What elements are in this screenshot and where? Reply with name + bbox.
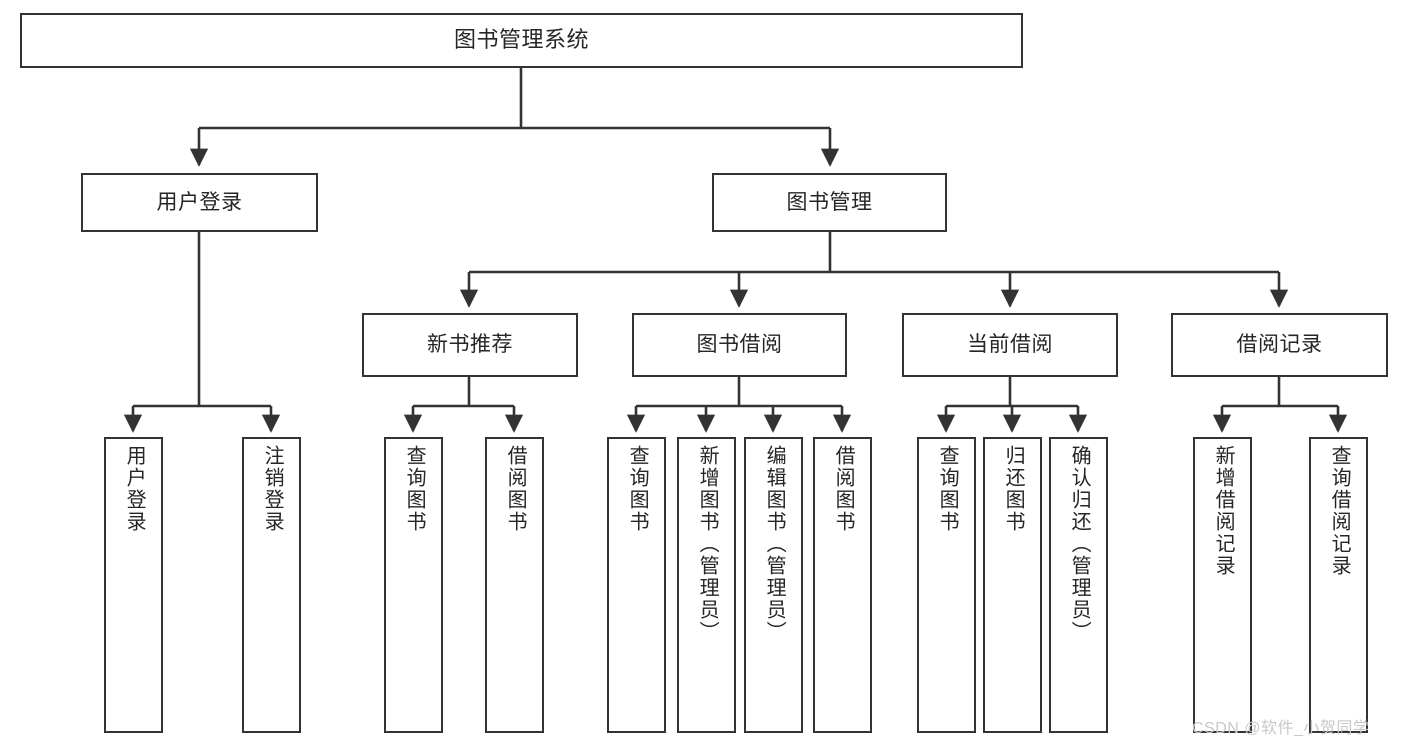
leaf-label: 借阅图书 [832,445,855,533]
node-user-login[interactable]: 用户登录 [81,173,318,232]
leaf-borrow-record-0[interactable]: 新增借阅记录 [1193,437,1252,733]
node-root-label: 图书管理系统 [453,27,589,53]
leaf-user-login-0[interactable]: 用户登录 [104,437,163,733]
node-current-borrow-label: 当前借阅 [967,333,1053,357]
node-new-book-recommend[interactable]: 新书推荐 [362,313,578,377]
leaf-label: 确认归还（管理员） [1068,445,1091,643]
node-new-book-recommend-label: 新书推荐 [427,333,513,357]
node-book-borrow-label: 图书借阅 [696,333,783,357]
leaf-book-borrow-2[interactable]: 编辑图书（管理员） [744,437,803,733]
leaf-label: 查询图书 [403,445,426,533]
node-book-manage[interactable]: 图书管理 [712,173,947,232]
leaf-label: 编辑图书（管理员） [763,445,786,643]
watermark: CSDN @软件_小贺同学 [1192,720,1370,737]
leaf-new-book-recommend-0[interactable]: 查询图书 [384,437,443,733]
node-root[interactable]: 图书管理系统 [20,13,1023,68]
leaf-user-login-1[interactable]: 注销登录 [242,437,301,733]
leaf-label: 注销登录 [261,445,284,533]
node-current-borrow[interactable]: 当前借阅 [902,313,1118,377]
leaf-current-borrow-2[interactable]: 确认归还（管理员） [1049,437,1108,733]
node-book-borrow[interactable]: 图书借阅 [632,313,847,377]
leaf-label: 查询图书 [936,445,959,533]
leaf-book-borrow-0[interactable]: 查询图书 [607,437,666,733]
leaf-label: 新增图书（管理员） [696,445,719,643]
leaf-label: 归还图书 [1002,445,1025,533]
leaf-new-book-recommend-1[interactable]: 借阅图书 [485,437,544,733]
leaf-current-borrow-1[interactable]: 归还图书 [983,437,1042,733]
leaf-current-borrow-0[interactable]: 查询图书 [917,437,976,733]
leaf-label: 借阅图书 [504,445,527,533]
leaf-label: 查询借阅记录 [1328,445,1351,577]
leaf-label: 新增借阅记录 [1212,445,1235,577]
node-book-manage-label: 图书管理 [786,190,873,214]
leaf-book-borrow-1[interactable]: 新增图书（管理员） [677,437,736,733]
leaf-label: 用户登录 [123,445,146,533]
leaf-label: 查询图书 [626,445,649,533]
leaf-book-borrow-3[interactable]: 借阅图书 [813,437,872,733]
node-borrow-record-label: 借阅记录 [1236,333,1323,357]
node-user-login-label: 用户登录 [156,190,243,214]
leaf-borrow-record-1[interactable]: 查询借阅记录 [1309,437,1368,733]
node-borrow-record[interactable]: 借阅记录 [1171,313,1388,377]
